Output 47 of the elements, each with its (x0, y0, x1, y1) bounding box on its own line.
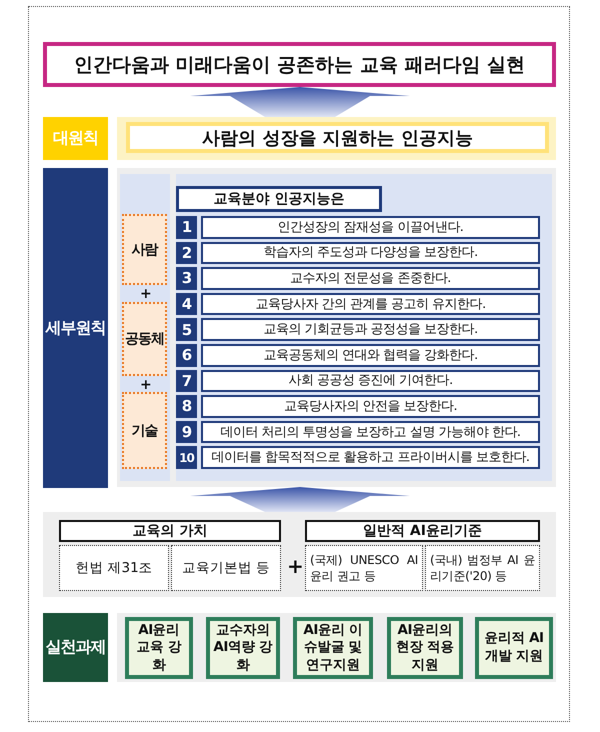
task-box: AI윤리 교육 강화 (125, 617, 193, 679)
task-box: AI윤리 이슈발굴 및 연구지원 (293, 617, 373, 679)
task-box: AI윤리의 현장 적용 지원 (387, 617, 463, 679)
plus-sign: + (140, 378, 152, 392)
header-box: 교육분야 인공지능은 (176, 186, 382, 212)
plus-sign: + (287, 556, 304, 576)
category-box: 기술 (122, 392, 167, 469)
arrow (190, 87, 410, 117)
principle-text: 교육당사자의 안전을 보장한다. (201, 395, 540, 418)
principle-text: 교수자의 전문성을 존중한다. (201, 267, 540, 290)
number-badge: 9 (176, 420, 197, 444)
panel-background (117, 168, 556, 487)
number-badge: 10 (176, 446, 197, 469)
value-box: (국제) UNESCO AI 윤리 권고 등 (305, 545, 423, 591)
number-badge: 7 (176, 370, 197, 392)
section-label: 실천과제 (43, 613, 108, 682)
number-badge: 4 (176, 292, 197, 316)
value-box: 헌법 제31조 (59, 545, 169, 591)
number-badge: 1 (176, 216, 197, 238)
vision-box: 인간다움과 미래다움이 공존하는 교육 패러다임 실현 (43, 42, 556, 87)
principle-text: 데이터 처리의 투명성을 보장하고 설명 가능해야 한다. (201, 420, 540, 444)
section-label: 대원칙 (43, 117, 108, 160)
principle-text: 교육당사자 간의 관계를 공고히 유지한다. (201, 292, 540, 316)
principle-text: 교육의 기회균등과 공정성을 보장한다. (201, 318, 540, 341)
number-badge: 2 (176, 242, 197, 264)
category-box: 공동체 (122, 302, 167, 376)
panel-background (43, 512, 556, 597)
category-box: 사람 (122, 214, 167, 285)
header-box: 교육의 가치 (59, 520, 281, 542)
plus-sign: + (140, 287, 152, 301)
principle-box: 사람의 성장을 지원하는 인공지능 (126, 122, 549, 153)
number-badge: 6 (176, 344, 197, 366)
principle-text: 사회 공공성 증진에 기여한다. (201, 370, 540, 392)
section-label: 세부원칙 (43, 168, 108, 488)
arrow (190, 487, 410, 512)
number-badge: 5 (176, 318, 197, 341)
principle-text: 학습자의 주도성과 다양성을 보장한다. (201, 242, 540, 264)
header-box: 일반적 AI윤리기준 (305, 520, 540, 542)
principle-text: 데이터를 합목적적으로 활용하고 프라이버시를 보호한다. (201, 446, 540, 469)
principle-text: 교육공동체의 연대와 협력을 강화한다. (201, 344, 540, 366)
number-badge: 8 (176, 395, 197, 418)
value-box: 교육기본법 등 (171, 545, 281, 591)
principle-text: 인간성장의 잠재성을 이끌어낸다. (201, 216, 540, 238)
task-box: 교수자의 AI역량 강화 (206, 617, 280, 679)
number-badge: 3 (176, 267, 197, 290)
value-box: (국내) 범정부 AI 윤리기준('20) 등 (425, 545, 540, 591)
task-box: 윤리적 AI개발 지원 (475, 617, 553, 679)
